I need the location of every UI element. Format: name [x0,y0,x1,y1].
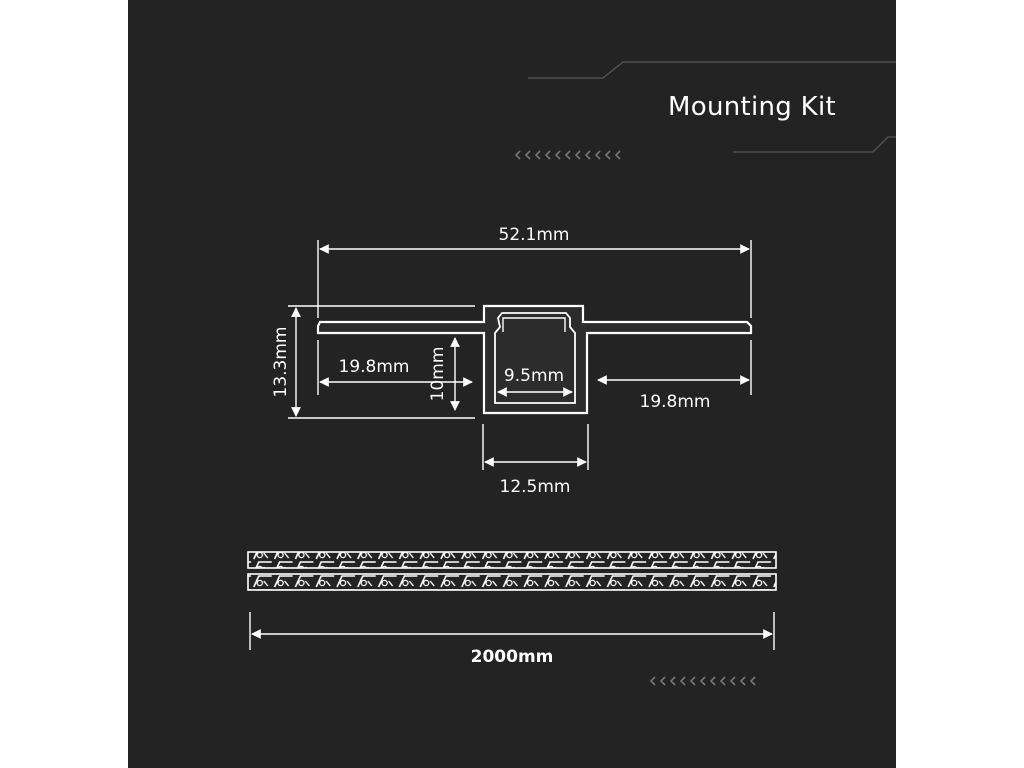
profile-cross-section [316,304,753,415]
label-outer-width: 12.5mm [500,477,571,497]
dimension-lines [249,240,775,650]
label-right-flange: 19.8mm [640,392,711,412]
label-height: 13.3mm [271,327,291,398]
label-overall-width: 52.1mm [499,225,570,245]
strip-bottom [247,573,777,591]
profile-diagram: 52.1mm 13.3mm 19.8mm 10mm 9.5mm 19.8mm 1… [247,61,896,686]
decorative-circuit-lines [528,61,896,153]
label-left-flange: 19.8mm [339,357,410,377]
label-channel-depth: 10mm [428,347,448,402]
label-length: 2000mm [471,647,554,667]
diagram-panel: Mounting Kit [128,0,896,768]
decorative-chevrons-bottom [649,676,756,686]
page-title: Mounting Kit [668,92,837,122]
label-inner-width: 9.5mm [504,366,564,386]
strip-top [247,551,777,569]
decorative-chevrons-top [514,150,621,160]
profile-strips [247,551,777,591]
